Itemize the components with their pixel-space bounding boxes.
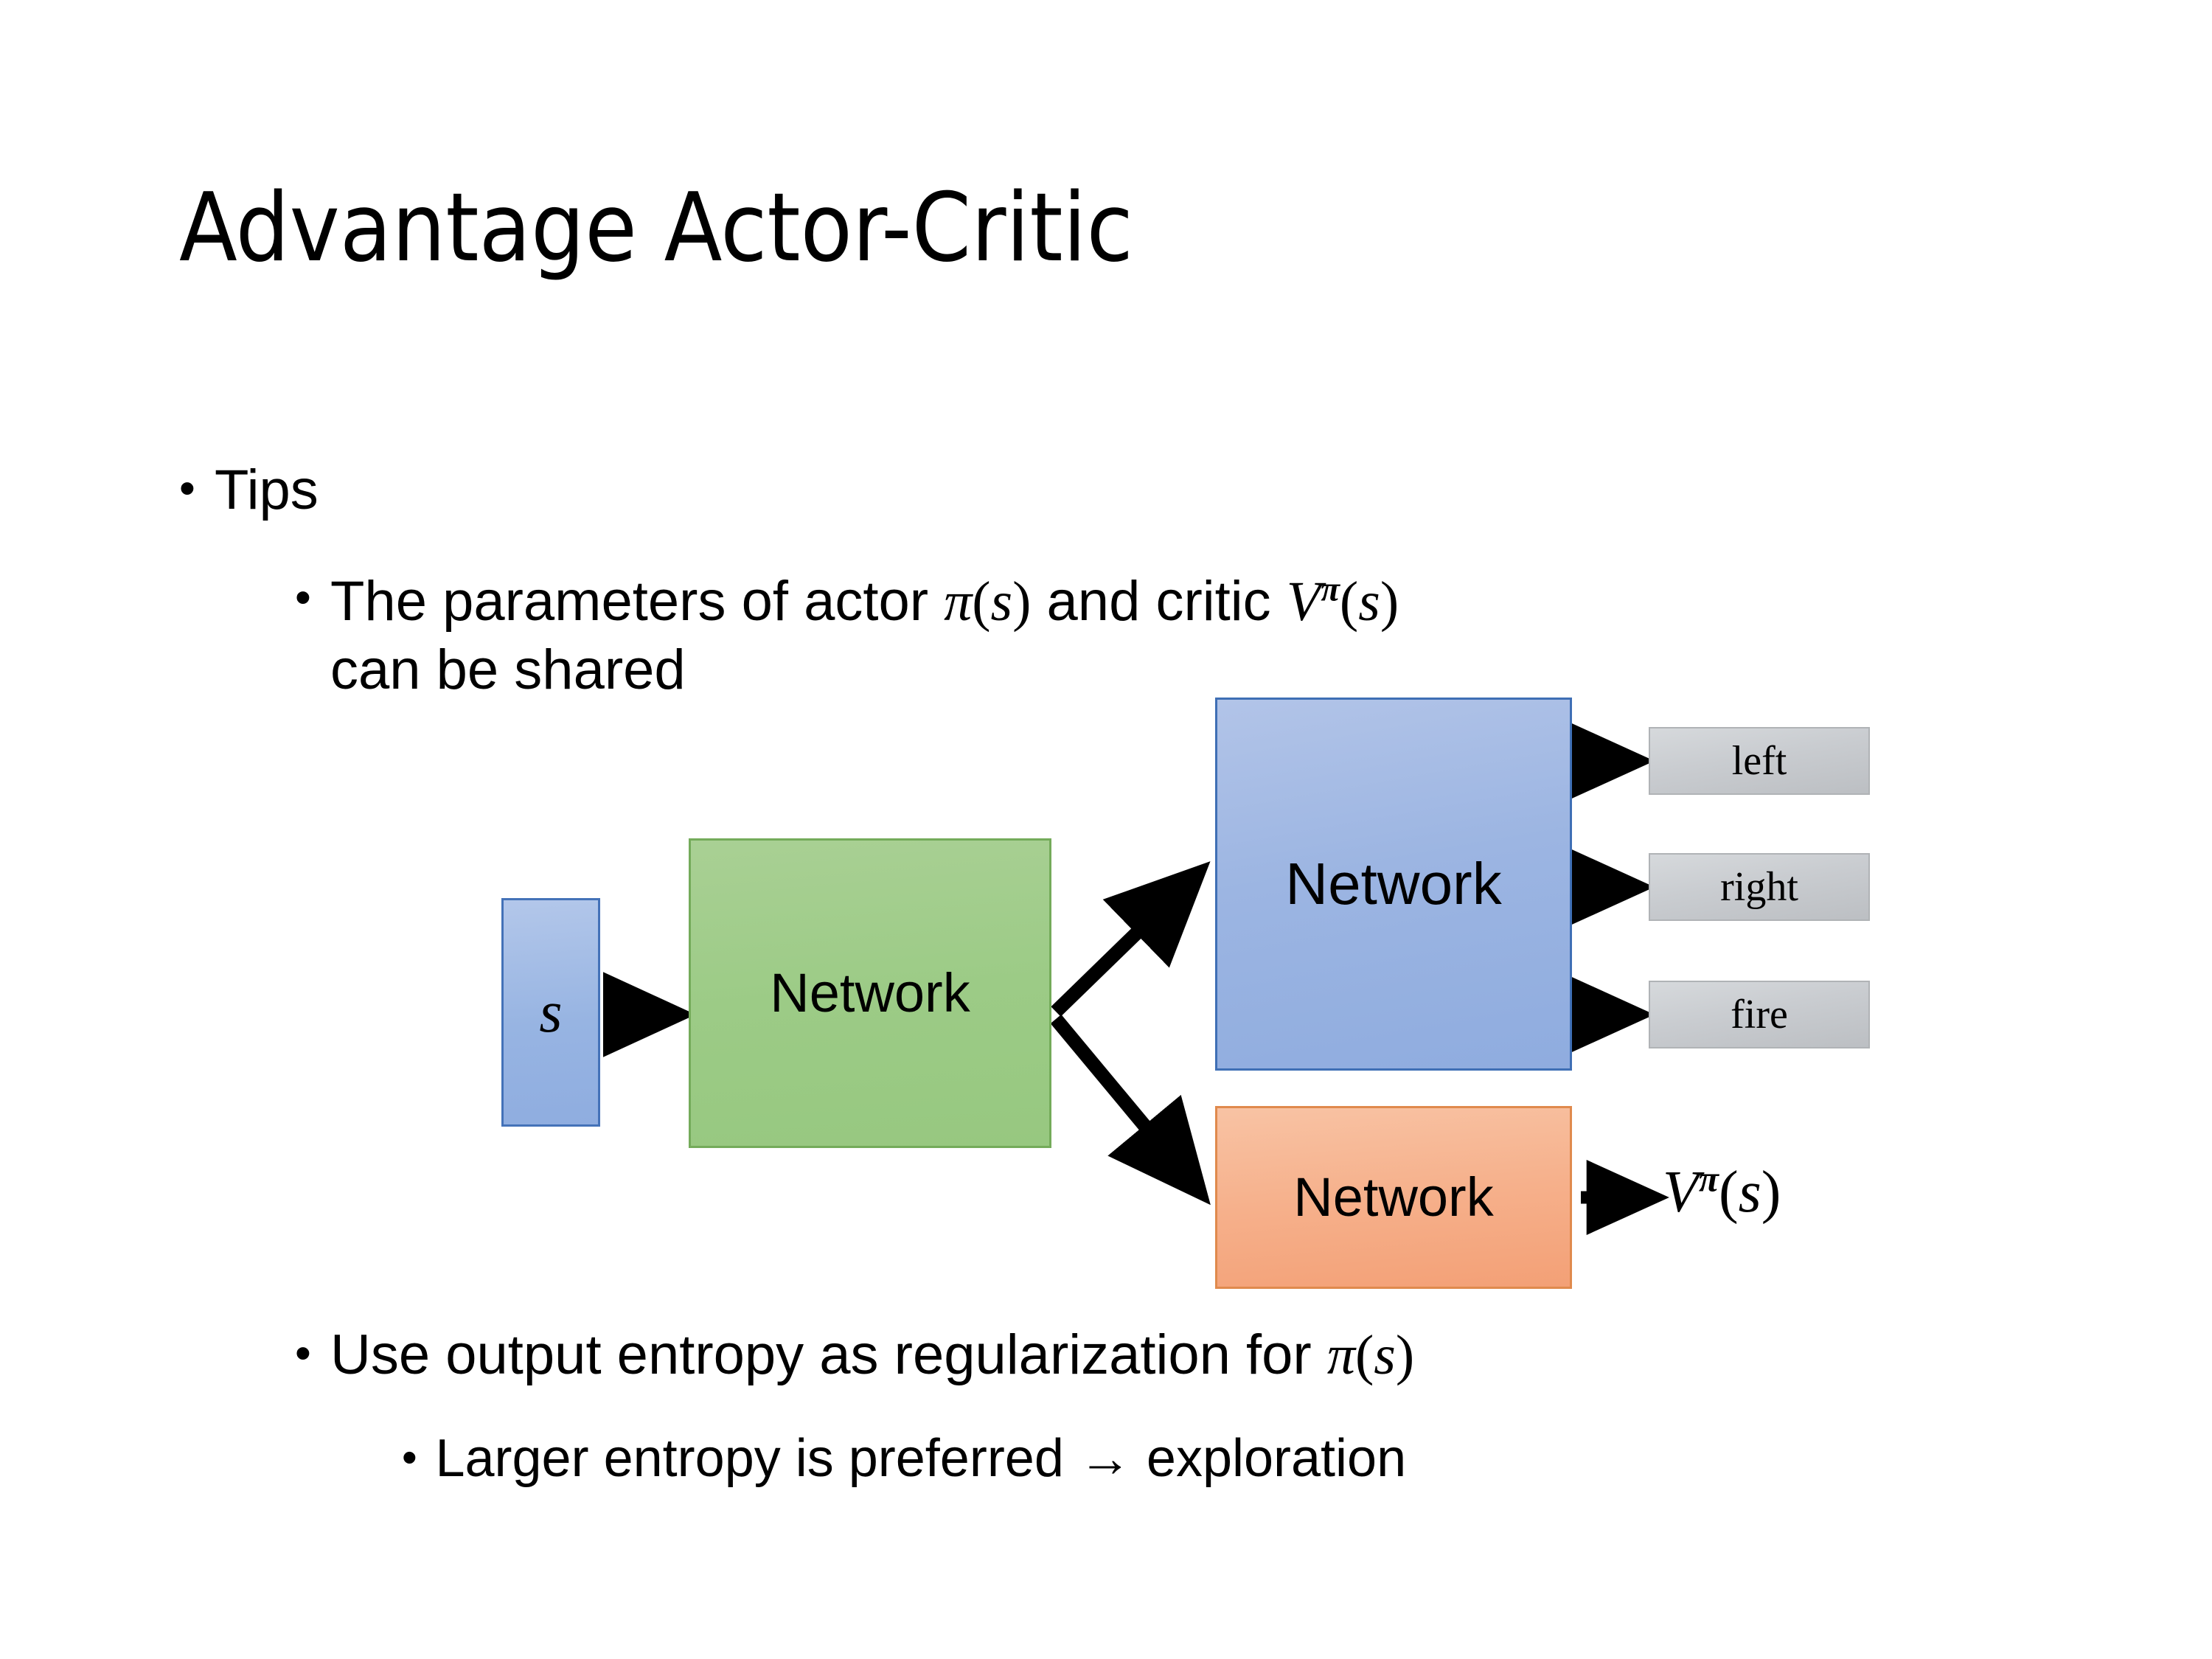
bullet-parameters-shared: • The parameters of actor π(s) and criti…	[295, 568, 2079, 704]
text-segment-1: Use output entropy as regularization for	[330, 1324, 1327, 1386]
actor-network-label: Network	[1285, 851, 1502, 917]
bullet-marker-icon: •	[295, 571, 311, 623]
shared-network-box: Network	[689, 838, 1051, 1148]
action-output-right: right	[1649, 853, 1870, 921]
bullet-larger-entropy: • Larger entropy is preferred → explorat…	[402, 1429, 2098, 1489]
math-V: V	[1663, 1160, 1699, 1225]
actor-network-box: Network	[1215, 698, 1572, 1071]
shared-network-label: Network	[770, 962, 970, 1023]
math-pi: π	[944, 571, 973, 633]
arrow-shared-to-actor	[1051, 861, 1211, 1017]
page-title: Advantage Actor-Critic	[179, 173, 1133, 283]
bullet-parameters-shared-label: The parameters of actor π(s) and critic …	[330, 568, 2079, 704]
critic-output-value-label: Vπ(s)	[1663, 1160, 1781, 1225]
action-output-right-label: right	[1720, 864, 1798, 910]
text-segment-2: and critic	[1031, 570, 1287, 633]
state-input-box: s	[501, 898, 600, 1127]
math-s: s	[1374, 1324, 1396, 1386]
arrow-shared-to-critic	[1050, 1014, 1211, 1206]
bullet-marker-icon: •	[295, 1327, 311, 1379]
math-pi-superscript: π	[1698, 1158, 1719, 1200]
math-open-paren: (	[1339, 571, 1359, 633]
math-close-paren: )	[1012, 571, 1032, 633]
action-output-fire-label: fire	[1731, 992, 1788, 1037]
bullet-entropy-label: Use output entropy as regularization for…	[330, 1324, 2065, 1387]
state-input-label: s	[539, 979, 563, 1045]
bullet-marker-icon: •	[179, 462, 195, 514]
action-output-left-label: left	[1731, 738, 1787, 784]
text-segment-3: can be shared	[330, 638, 686, 701]
bullet-tips-label: Tips	[215, 459, 319, 521]
math-open-paren: (	[1718, 1160, 1739, 1225]
action-output-left: left	[1649, 727, 1870, 795]
action-output-fire: fire	[1649, 981, 1870, 1048]
math-pi-superscript: π	[1321, 570, 1340, 609]
math-pi: π	[1326, 1324, 1355, 1386]
math-V: V	[1286, 571, 1321, 633]
math-open-paren: (	[1354, 1324, 1374, 1386]
bullet-entropy-regularization: • Use output entropy as regularization f…	[295, 1324, 2065, 1387]
math-close-paren: )	[1380, 571, 1399, 633]
math-close-paren: )	[1761, 1160, 1781, 1225]
math-open-paren: (	[972, 571, 991, 633]
critic-network-box: Network	[1215, 1106, 1572, 1289]
math-s: s	[1738, 1160, 1761, 1225]
text-segment-1: The parameters of actor	[330, 570, 945, 633]
bullet-larger-entropy-label: Larger entropy is preferred → exploratio…	[435, 1429, 1407, 1488]
critic-network-label: Network	[1293, 1166, 1494, 1228]
math-s: s	[990, 571, 1013, 633]
bullet-tips: • Tips	[179, 459, 319, 521]
bullet-marker-icon: •	[402, 1433, 417, 1482]
math-close-paren: )	[1395, 1324, 1415, 1386]
math-s: s	[1358, 571, 1380, 633]
